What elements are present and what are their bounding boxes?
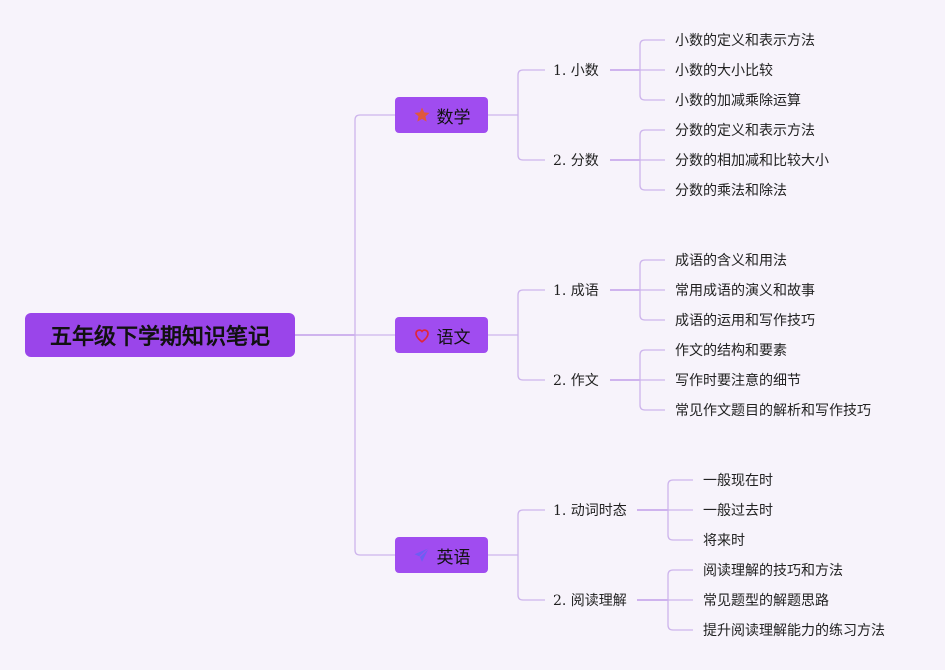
subtopic-decimals[interactable]: 1. 小数 — [553, 63, 599, 79]
leaf-item[interactable]: 常见作文题目的解析和写作技巧 — [675, 403, 871, 419]
leaf-item[interactable]: 作文的结构和要素 — [675, 343, 787, 359]
subtopic-composition[interactable]: 2. 作文 — [553, 373, 599, 389]
subtopic-verb-tenses[interactable]: 1. 动词时态 — [553, 503, 627, 519]
branch-math[interactable]: 数学 — [395, 97, 488, 133]
leaf-item[interactable]: 常用成语的演义和故事 — [675, 283, 815, 299]
subtopic-bracket — [517, 509, 545, 601]
leaf-item[interactable]: 将来时 — [703, 533, 745, 549]
root-label: 五年级下学期知识笔记 — [49, 325, 270, 350]
leaf-item[interactable]: 小数的定义和表示方法 — [675, 33, 815, 49]
send-icon — [413, 546, 431, 564]
subtopic-reading[interactable]: 2. 阅读理解 — [553, 593, 627, 609]
leaf-item[interactable]: 分数的相加减和比较大小 — [675, 153, 829, 169]
leaf-item[interactable]: 分数的定义和表示方法 — [675, 123, 815, 139]
leaf-item[interactable]: 一般现在时 — [703, 473, 773, 489]
leaf-item[interactable]: 写作时要注意的细节 — [675, 373, 801, 389]
subtopic-bracket — [517, 289, 545, 381]
leaf-item[interactable]: 成语的运用和写作技巧 — [675, 313, 815, 329]
leaf-item[interactable]: 分数的乘法和除法 — [675, 183, 787, 199]
heart-icon — [413, 326, 431, 344]
leaf-item[interactable]: 成语的含义和用法 — [675, 253, 787, 269]
leaf-item[interactable]: 小数的加减乘除运算 — [675, 93, 801, 109]
leaf-item[interactable]: 一般过去时 — [703, 503, 773, 519]
subtopic-fractions[interactable]: 2. 分数 — [553, 153, 599, 169]
leaf-item[interactable]: 小数的大小比较 — [675, 63, 773, 79]
subtopic-idioms[interactable]: 1. 成语 — [553, 283, 599, 299]
branch-label: 数学 — [436, 107, 471, 128]
branch-chinese[interactable]: 语文 — [395, 317, 488, 353]
leaf-item[interactable]: 阅读理解的技巧和方法 — [703, 563, 843, 579]
branch-english[interactable]: 英语 — [395, 537, 488, 573]
root-node[interactable]: 五年级下学期知识笔记 — [25, 313, 295, 357]
branch-label: 英语 — [436, 547, 471, 568]
leaf-item[interactable]: 提升阅读理解能力的练习方法 — [703, 623, 885, 639]
leaf-item[interactable]: 常见题型的解题思路 — [703, 593, 829, 609]
branch-label: 语文 — [436, 327, 471, 348]
subtopic-bracket — [517, 69, 545, 161]
star-icon — [413, 106, 431, 124]
